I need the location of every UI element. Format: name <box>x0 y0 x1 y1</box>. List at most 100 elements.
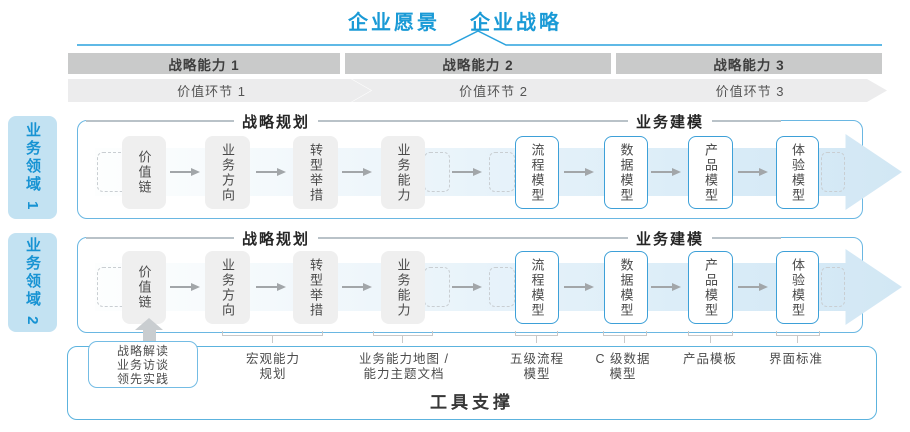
pipeline-box-label: 转型举措 <box>308 142 323 203</box>
annotation-line: 宏观能力 <box>245 352 301 366</box>
pipeline-box: 流程模型 <box>515 251 559 324</box>
pipeline-placeholder <box>489 267 515 307</box>
pipeline-box: 转型举措 <box>293 136 338 209</box>
annotation-line: 规划 <box>259 367 287 381</box>
annotation-data-model: C 级数据 模型 <box>595 352 650 382</box>
up-arrow-icon <box>135 318 163 330</box>
flow-arrow-icon <box>564 282 594 291</box>
annotation-line: 模型 <box>523 367 551 381</box>
annotation-line: 界面标准 <box>768 352 824 366</box>
pipeline-placeholder <box>821 267 845 307</box>
flow-arrow-icon <box>452 167 482 176</box>
pipeline-placeholder <box>424 152 450 192</box>
row-2-section-header: 战略规划 业务建模 <box>86 227 782 249</box>
flow-arrow-icon <box>452 282 482 291</box>
pipeline-box-label: 转型举措 <box>308 257 323 318</box>
pipeline-box-label: 数据模型 <box>618 142 634 203</box>
pipeline-box-label: 产品模型 <box>703 142 718 203</box>
bracket <box>222 331 323 343</box>
annotation-product-template: 产品模板 <box>683 352 737 367</box>
domain-sidebar-1-label: 业务领域 1 <box>24 122 41 213</box>
pipeline-placeholder <box>821 152 845 192</box>
bracket <box>373 331 433 343</box>
flow-arrow-icon <box>256 282 286 291</box>
callout-line: 业务访谈 <box>116 357 169 372</box>
up-arrow-icon <box>143 330 156 343</box>
flow-arrow-icon <box>564 167 594 176</box>
callout-line: 战略解读 <box>116 343 169 358</box>
pipeline-box-label: 价值链 <box>136 150 152 195</box>
header-line <box>318 120 629 122</box>
pipeline-box: 产品模型 <box>688 251 733 324</box>
callout-box: 战略解读 业务访谈 领先实践 <box>88 341 198 388</box>
pipeline-placeholder <box>489 152 515 192</box>
pipeline-box-label: 流程模型 <box>529 142 545 203</box>
bracket <box>515 331 558 343</box>
bracket <box>603 331 647 343</box>
pipeline-box: 数据模型 <box>604 136 648 209</box>
header-line <box>86 120 234 122</box>
domain-sidebar-2-label: 业务领域 2 <box>24 237 41 328</box>
annotation-process-model: 五级流程 模型 <box>510 352 564 382</box>
pipeline-box: 体验模型 <box>776 136 819 209</box>
annotation-line: 五级流程 <box>509 352 565 366</box>
pipeline-box: 产品模型 <box>688 136 733 209</box>
pipeline-box: 价值链 <box>122 136 166 209</box>
header-line <box>712 237 782 239</box>
flow-arrow-icon <box>738 282 768 291</box>
annotation-ui-standard: 界面标准 <box>769 352 823 367</box>
flow-arrow-icon <box>738 167 768 176</box>
pipeline-box-label: 业务能力 <box>395 142 411 203</box>
bracket <box>776 331 820 343</box>
flow-arrow-icon <box>651 167 681 176</box>
pipeline-box: 业务能力 <box>381 136 425 209</box>
pipeline-box: 流程模型 <box>515 136 559 209</box>
annotation-line: 产品模板 <box>682 352 738 366</box>
section-label-strategic-planning: 战略规划 <box>234 227 319 249</box>
capability-bar-2: 战略能力 2 <box>345 53 611 74</box>
flow-arrow-icon <box>170 282 200 291</box>
row-1-section-header: 战略规划 业务建模 <box>86 110 782 132</box>
vision-title: 企业愿景 <box>348 12 440 34</box>
flow-arrow-icon <box>170 167 200 176</box>
section-label-business-modeling: 业务建模 <box>628 227 713 249</box>
bracket <box>688 331 733 343</box>
pipeline-box: 业务能力 <box>381 251 425 324</box>
pipeline-box: 业务方向 <box>205 136 250 209</box>
annotation-line: C 级数据 <box>595 352 651 366</box>
pipeline-box: 转型举措 <box>293 251 338 324</box>
value-link-chevron-3: 价值环节 3 <box>617 79 887 102</box>
pipeline-box-label: 体验模型 <box>790 257 805 318</box>
flow-arrow-icon <box>256 167 286 176</box>
pipeline-box-label: 流程模型 <box>529 257 545 318</box>
header-line <box>712 120 782 122</box>
value-link-chevron-2: 价值环节 2 <box>352 79 639 102</box>
header-line <box>86 237 234 239</box>
pipeline-box-label: 业务方向 <box>220 142 235 203</box>
capability-bar-3: 战略能力 3 <box>616 53 882 74</box>
annotation-macro-capability: 宏观能力 规划 <box>246 352 300 382</box>
annotation-capability-map: 业务能力地图 / 能力主题文档 <box>359 352 449 382</box>
pipeline-box: 业务方向 <box>205 251 250 324</box>
pipeline-box-label: 价值链 <box>136 265 152 310</box>
pipeline-box-label: 业务能力 <box>395 257 411 318</box>
domain-sidebar-1: 业务领域 1 <box>8 116 57 219</box>
callout-line: 领先实践 <box>116 371 169 386</box>
pipeline-placeholder <box>424 267 450 307</box>
pipeline-box: 数据模型 <box>604 251 648 324</box>
tool-support-container: 工具支撑 <box>67 346 877 420</box>
pipeline-box: 价值链 <box>122 251 166 324</box>
pipeline-box-label: 数据模型 <box>618 257 634 318</box>
pipeline-box-label: 体验模型 <box>790 142 805 203</box>
annotation-line: 能力主题文档 <box>363 367 445 381</box>
peak-divider-line <box>77 30 882 46</box>
flow-arrow-icon <box>651 282 681 291</box>
section-label-business-modeling: 业务建模 <box>628 110 713 132</box>
domain-sidebar-2: 业务领域 2 <box>8 233 57 332</box>
annotation-line: 业务能力地图 / <box>359 352 449 366</box>
flow-arrow-icon <box>342 167 372 176</box>
value-link-chevron-1: 价值环节 1 <box>68 79 371 102</box>
pipeline-box: 体验模型 <box>776 251 819 324</box>
tool-support-label: 工具支撑 <box>430 393 514 412</box>
